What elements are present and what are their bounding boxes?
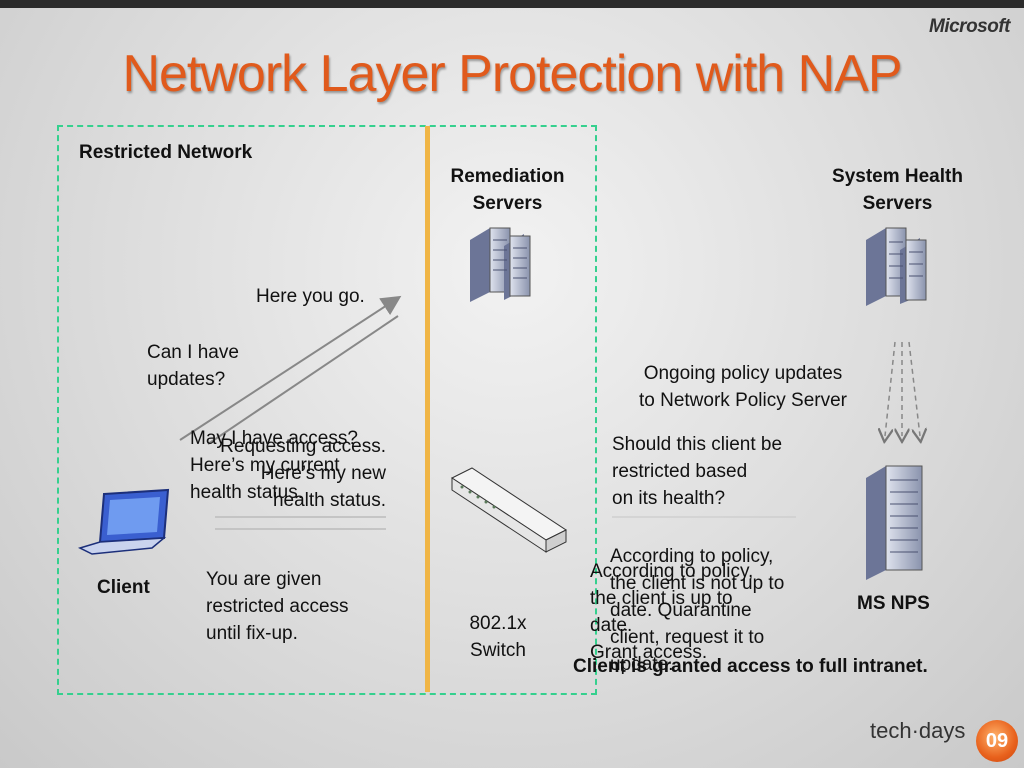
- update-request-arrow: [179, 295, 402, 441]
- restricted-access-message: You are given restricted access until fi…: [206, 569, 349, 644]
- grant-decision-message: According to policy, the client is up to…: [590, 561, 754, 663]
- slide-title: Network Layer Protection with NAP: [122, 45, 902, 103]
- remediation-servers-label: Remediation Servers: [450, 166, 565, 214]
- laptop-icon: [77, 488, 170, 555]
- new-access-request-message: Requesting access. Here’s my new health …: [220, 436, 386, 511]
- policy-updates-message: Ongoing policy updates to Network Policy…: [638, 363, 847, 411]
- restricted-network-label: Restricted Network: [79, 142, 253, 163]
- access-request-message: May I have access? Here’s my current hea…: [190, 428, 358, 503]
- restricted-network-region: [57, 125, 597, 695]
- remediation-server-icon: [470, 227, 531, 302]
- system-health-server-icon: [866, 227, 927, 306]
- policy-update-arrows: [885, 341, 920, 436]
- update-response-arrow: [207, 315, 399, 445]
- microsoft-logo: Microsoft: [929, 16, 1011, 37]
- switch-label: 802.1x Switch: [469, 613, 527, 661]
- quarantine-decision-message: According to policy, the client is not u…: [610, 546, 785, 675]
- nps-query-message: Should this client be restricted based o…: [612, 434, 783, 509]
- techdays-badge: 09: [976, 720, 1018, 762]
- network-divider: [425, 126, 430, 692]
- updates-request-message: Can I have updates?: [147, 342, 239, 390]
- ms-nps-label: MS NPS: [857, 593, 930, 614]
- here-you-go-message: Here you go.: [256, 286, 365, 307]
- client-label: Client: [97, 577, 150, 598]
- techdays-logo: tech·days: [870, 718, 966, 743]
- granted-access-message: Client is granted access to full intrane…: [573, 656, 928, 677]
- switch-icon: [451, 467, 567, 553]
- nps-server-icon: [866, 465, 923, 580]
- top-bar: [0, 0, 1024, 8]
- system-health-servers-label: System Health Servers: [832, 166, 963, 214]
